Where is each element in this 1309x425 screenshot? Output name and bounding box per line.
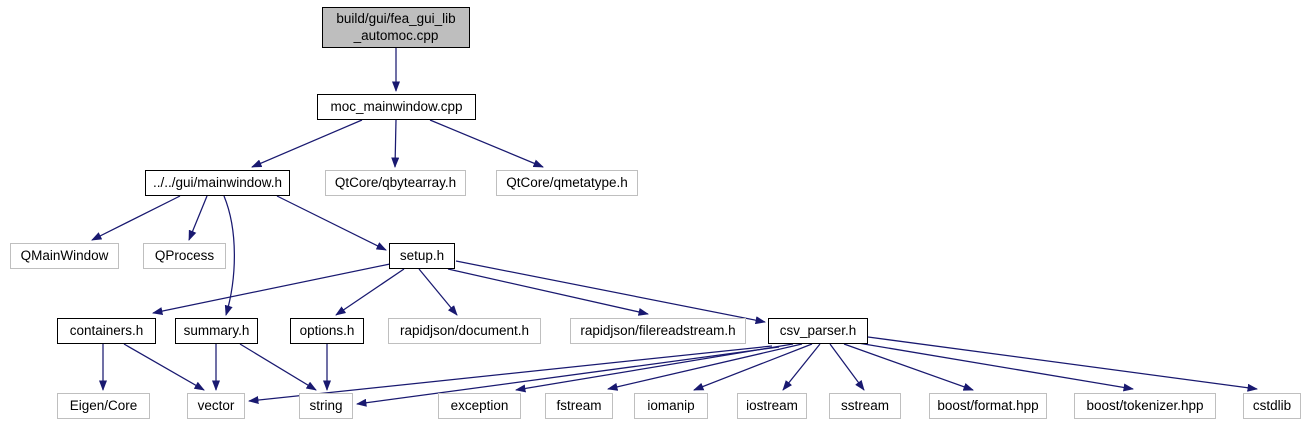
edge-moc_mainwindow-to-qmetatype — [429, 119, 544, 168]
node-fstream[interactable]: fstream — [545, 393, 613, 419]
edge-mainwindow-to-qprocess — [188, 195, 208, 241]
edge-csv_parser-to-iomanip — [693, 343, 813, 391]
node-rapidjson_filereadstream[interactable]: rapidjson/filereadstream.h — [570, 318, 746, 344]
node-iostream[interactable]: iostream — [737, 393, 807, 419]
node-containers[interactable]: containers.h — [57, 318, 156, 344]
edge-setup-to-rapidjson_document — [418, 268, 458, 316]
node-exception[interactable]: exception — [438, 393, 521, 419]
edge-csv_parser-to-string — [356, 346, 780, 407]
node-boost_tokenizer[interactable]: boost/tokenizer.hpp — [1074, 393, 1216, 419]
node-summary[interactable]: summary.h — [175, 318, 258, 344]
edge-csv_parser-to-fstream — [607, 343, 803, 391]
node-automoc[interactable]: build/gui/fea_gui_lib _automoc.cpp — [322, 7, 470, 48]
node-qmainwindow[interactable]: QMainWindow — [10, 243, 119, 269]
edge-setup-to-options — [335, 268, 405, 316]
node-vector[interactable]: vector — [187, 393, 245, 419]
node-string[interactable]: string — [299, 393, 353, 419]
node-qbytearray[interactable]: QtCore/qbytearray.h — [325, 170, 466, 196]
edge-csv_parser-to-boost_format — [843, 343, 974, 391]
dependency-arrows — [91, 48, 1258, 407]
edge-setup-to-rapidjson_filereadstream — [447, 268, 649, 316]
edge-mainwindow-to-qmainwindow — [91, 195, 181, 241]
edge-summary-to-string — [239, 343, 317, 391]
edge-mainwindow-to-setup — [276, 195, 387, 251]
edge-csv_parser-to-vector — [248, 345, 773, 404]
node-mainwindow[interactable]: ../../gui/mainwindow.h — [145, 170, 290, 196]
node-eigen_core[interactable]: Eigen/Core — [57, 393, 150, 419]
node-setup[interactable]: setup.h — [389, 243, 455, 269]
edge-moc_mainwindow-to-qbytearray — [391, 119, 400, 168]
edge-mainwindow-to-summary — [223, 195, 235, 316]
edge-csv_parser-to-cstdlib — [867, 336, 1258, 392]
node-csv_parser[interactable]: csv_parser.h — [768, 318, 868, 344]
node-boost_format[interactable]: boost/format.hpp — [929, 393, 1047, 419]
edge-csv_parser-to-exception — [515, 343, 794, 393]
edge-csv_parser-to-boost_tokenizer — [857, 342, 1134, 392]
edge-containers-to-vector — [123, 343, 205, 391]
node-iomanip[interactable]: iomanip — [634, 393, 708, 419]
node-qprocess[interactable]: QProcess — [143, 243, 226, 269]
node-moc_mainwindow[interactable]: moc_mainwindow.cpp — [317, 94, 476, 120]
node-rapidjson_document[interactable]: rapidjson/document.h — [388, 318, 541, 344]
node-options[interactable]: options.h — [290, 318, 364, 344]
edge-setup-to-containers — [152, 263, 391, 315]
edge-csv_parser-to-iostream — [782, 343, 821, 391]
edge-moc_mainwindow-to-mainwindow — [251, 119, 363, 168]
edge-setup-to-csv_parser — [455, 260, 766, 325]
node-cstdlib[interactable]: cstdlib — [1243, 393, 1301, 419]
edge-csv_parser-to-sstream — [829, 343, 865, 391]
node-qmetatype[interactable]: QtCore/qmetatype.h — [496, 170, 638, 196]
node-sstream[interactable]: sstream — [829, 393, 901, 419]
